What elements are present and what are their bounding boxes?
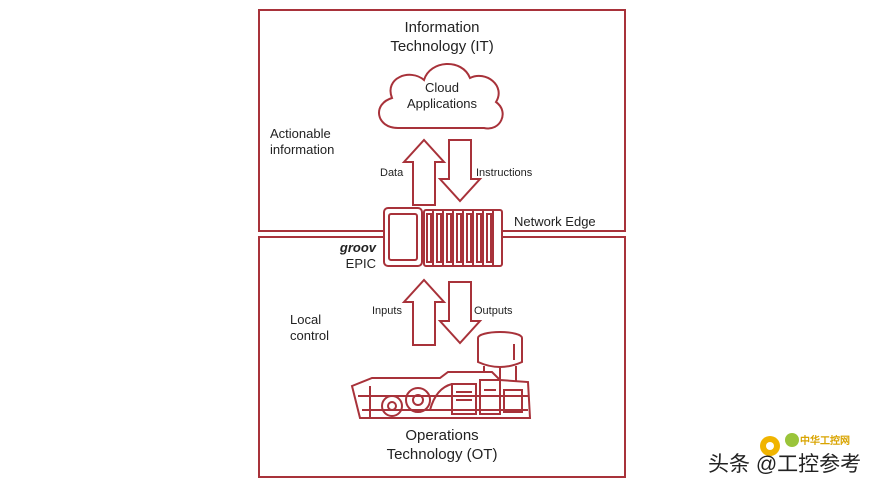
ot-title-line1: Operations — [405, 427, 479, 444]
cloud-label-line1: Cloud — [425, 80, 459, 95]
instructions-label: Instructions — [476, 167, 533, 179]
inputs-up-arrow — [401, 278, 447, 346]
it-zone-title: Information Technology (IT) — [340, 18, 544, 56]
groov-epic-device-icon — [383, 207, 503, 267]
ot-zone-title: Operations Technology (OT) — [340, 426, 544, 464]
network-edge-label: Network Edge — [514, 214, 596, 229]
cloud-label-line2: Applications — [406, 96, 478, 111]
local-control-line2: control — [290, 328, 330, 343]
ot-title-line2: Technology (OT) — [386, 446, 498, 463]
outputs-down-arrow — [437, 281, 483, 345]
data-up-arrow — [401, 138, 447, 206]
watermark-gear-icon — [760, 433, 799, 456]
device-brand: groov — [339, 240, 376, 255]
actionable-line2: information — [270, 142, 335, 157]
industrial-machinery-icon — [350, 331, 532, 419]
actionable-information-label: Actionable information — [270, 126, 370, 158]
instructions-down-arrow — [437, 139, 483, 203]
watermark-logo-text: 中华工控网 — [800, 436, 850, 447]
local-control-label: Local control — [290, 312, 360, 344]
outputs-label: Outputs — [474, 305, 513, 317]
data-label: Data — [380, 167, 404, 179]
it-title-line1: Information — [404, 19, 480, 36]
it-title-line2: Technology (IT) — [390, 38, 494, 55]
device-model: EPIC — [345, 256, 376, 271]
cloud-label: Cloud Applications — [392, 80, 492, 112]
groov-epic-label: groov EPIC — [330, 240, 376, 272]
inputs-label: Inputs — [372, 305, 402, 317]
local-control-line1: Local — [290, 312, 322, 327]
cloud-icon — [378, 63, 504, 130]
watermark-text: 头条 @工控参考 — [708, 453, 862, 476]
actionable-line1: Actionable — [270, 126, 331, 141]
